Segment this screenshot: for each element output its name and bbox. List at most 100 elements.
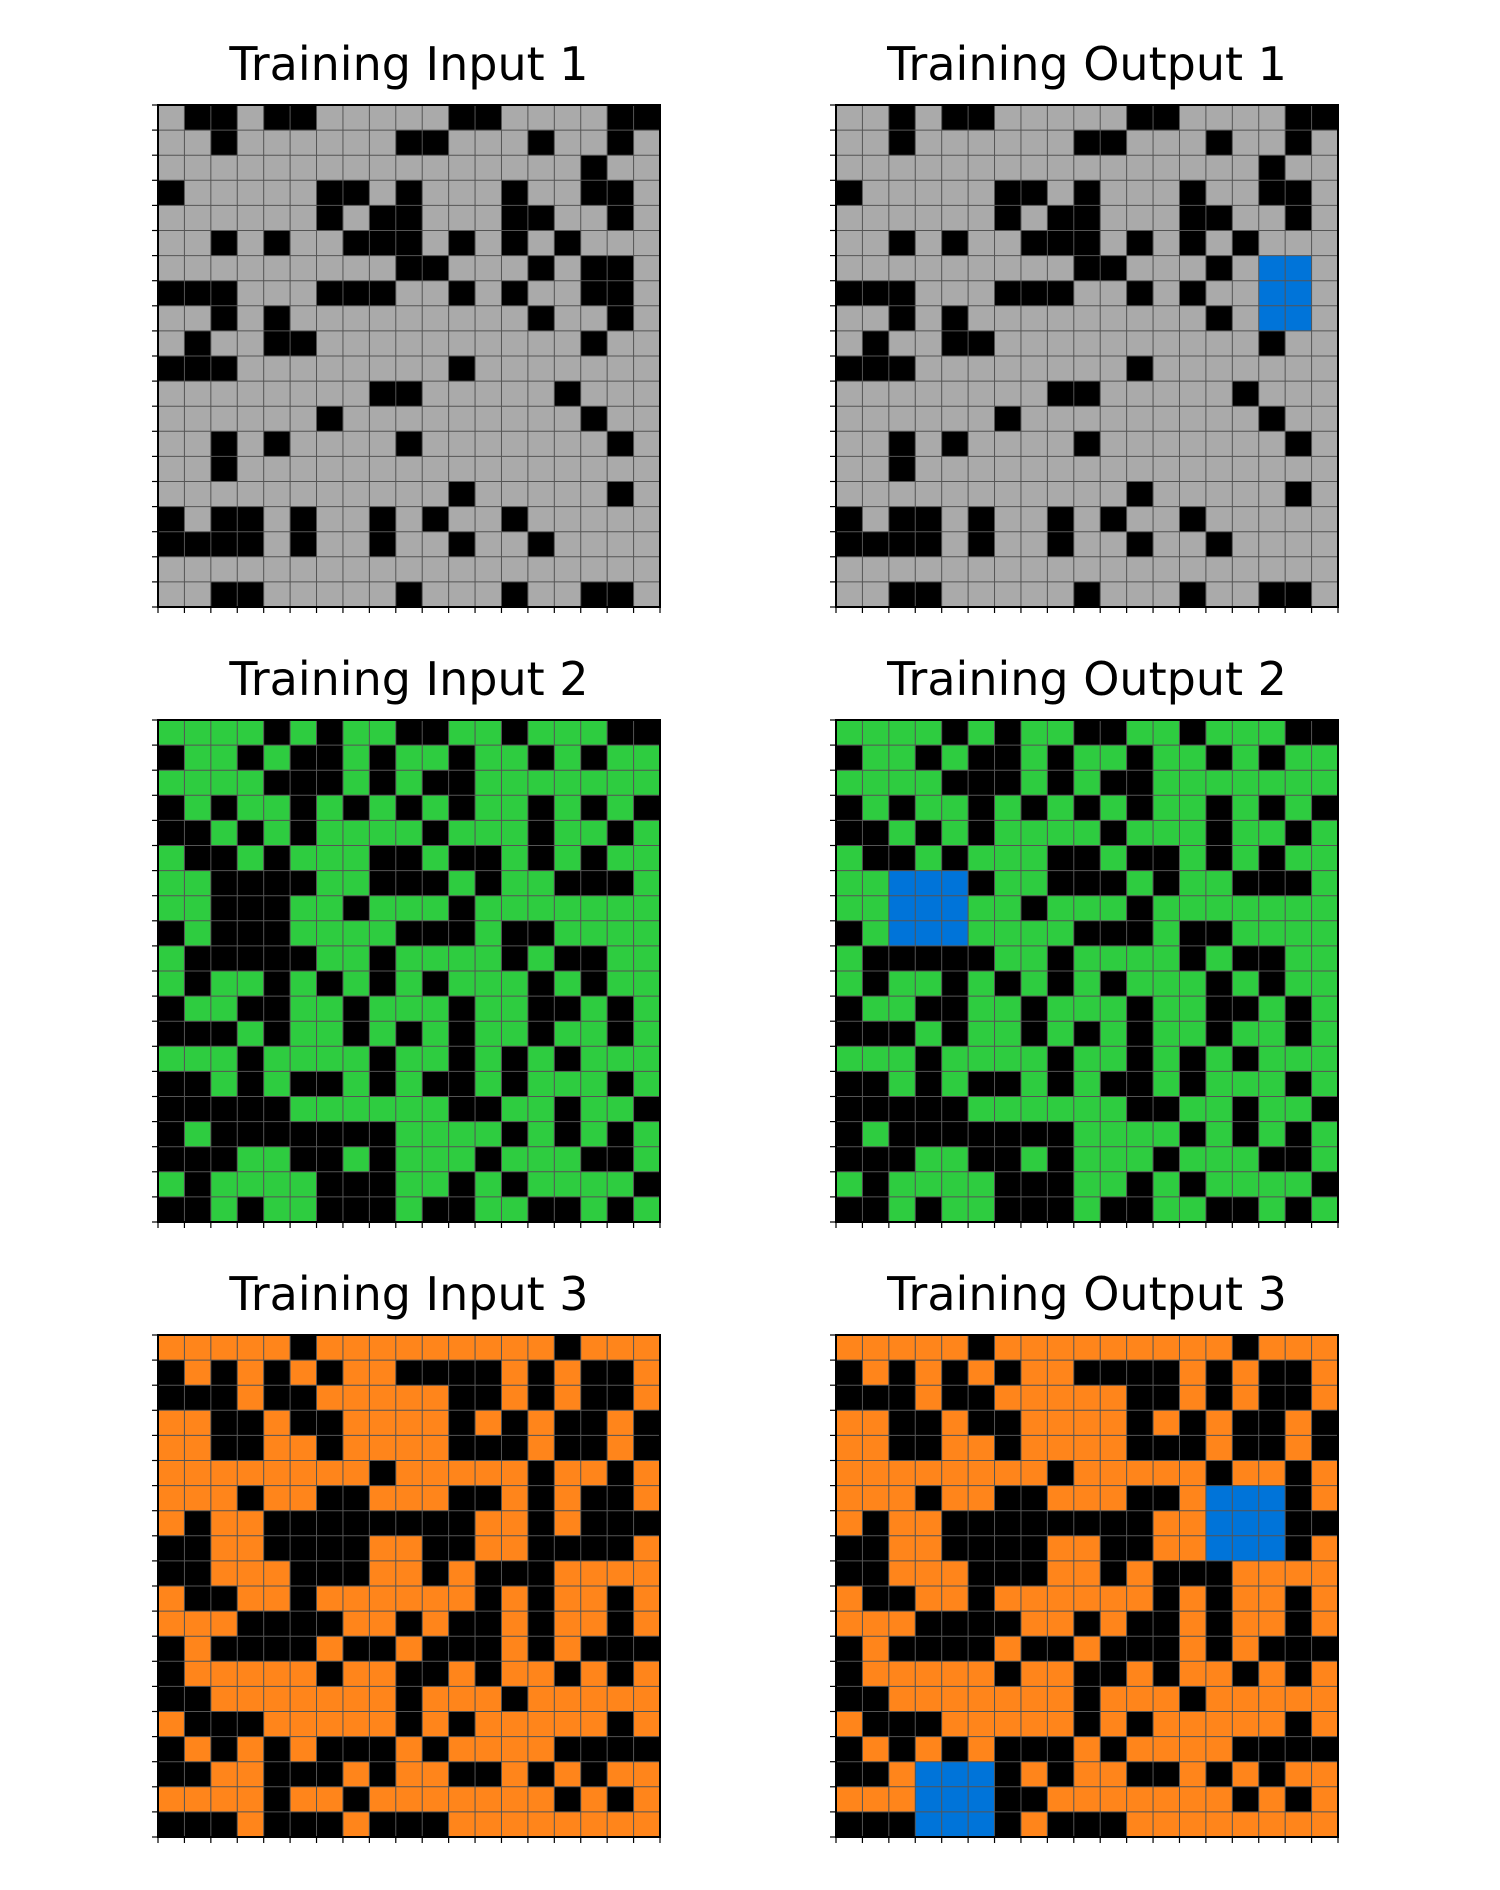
- grid-cell: [1020, 1171, 1048, 1198]
- grid-cell: [888, 1021, 916, 1047]
- grid-cell: [316, 1335, 344, 1361]
- grid-cell: [1285, 1096, 1312, 1122]
- grid-cell: [369, 255, 397, 281]
- grid-cell: [290, 330, 317, 357]
- grid-cell: [422, 1611, 449, 1637]
- grid-cell: [237, 581, 264, 608]
- grid-cell: [580, 1611, 608, 1637]
- grid-cell: [290, 1021, 317, 1047]
- grid-cell: [580, 996, 608, 1022]
- grid-cell: [968, 1385, 995, 1411]
- grid-cell: [1232, 481, 1260, 507]
- grid-cell: [941, 795, 969, 821]
- grid-cell: [1073, 1485, 1101, 1511]
- grid-cell: [1232, 845, 1260, 871]
- grid-cell: [941, 1811, 969, 1838]
- grid-cell: [501, 1661, 529, 1687]
- grid-cell: [941, 1736, 969, 1762]
- grid-cell: [554, 406, 582, 432]
- grid-cell: [607, 581, 634, 608]
- grid-cell: [580, 155, 608, 181]
- grid-cell: [158, 1385, 185, 1411]
- grid-cell: [210, 945, 238, 972]
- grid-cell: [888, 330, 916, 357]
- grid-cell: [888, 1460, 916, 1486]
- grid-cell: [158, 406, 185, 432]
- grid-cell: [1126, 406, 1154, 432]
- grid-cell: [1020, 105, 1048, 131]
- grid-cell: [395, 280, 423, 307]
- grid-cell: [836, 1071, 863, 1097]
- grid-cell: [607, 155, 634, 181]
- grid-cell: [580, 1071, 608, 1097]
- grid-cell: [527, 356, 555, 382]
- grid-cell: [862, 506, 890, 532]
- grid-cell: [1047, 506, 1075, 532]
- grid-cell: [316, 1021, 344, 1047]
- grid-cell: [1020, 1786, 1048, 1813]
- grid-cell: [580, 1811, 608, 1838]
- grid-cell: [1285, 1046, 1312, 1072]
- grid-cell: [342, 1661, 370, 1687]
- grid-cell: [237, 1786, 264, 1813]
- grid-cell: [210, 720, 238, 746]
- grid-cell: [263, 845, 291, 871]
- grid-cell: [158, 1586, 185, 1612]
- grid-cell: [1153, 1196, 1180, 1223]
- grid-cell: [836, 205, 863, 231]
- grid-cell: [836, 845, 863, 871]
- grid-cell: [994, 330, 1022, 357]
- grid-cell: [1232, 1761, 1260, 1788]
- grid-cell: [1179, 870, 1207, 896]
- grid-cell: [448, 180, 476, 206]
- grid-cell: [395, 1435, 423, 1461]
- grid-cell: [184, 105, 212, 131]
- grid-cell: [941, 945, 969, 972]
- grid-cell: [580, 920, 608, 947]
- grid-cell: [501, 1711, 529, 1737]
- grid-cell: [1047, 1460, 1075, 1486]
- grid-cell: [862, 556, 890, 583]
- grid-cell: [1126, 130, 1154, 156]
- grid-cell: [607, 1360, 634, 1386]
- grid-cell: [158, 1811, 185, 1838]
- grid-cell: [862, 895, 890, 922]
- grid-cell: [1073, 280, 1101, 307]
- grid-cell: [1047, 1360, 1075, 1386]
- grid-cell: [1047, 1071, 1075, 1097]
- grid-cell: [1073, 795, 1101, 821]
- grid-cell: [184, 1485, 212, 1511]
- grid-cell: [210, 406, 238, 432]
- grid-cell: [994, 1485, 1022, 1511]
- grid-cell: [1179, 1046, 1207, 1072]
- grid-cell: [1232, 920, 1260, 947]
- grid-cell: [888, 305, 916, 332]
- grid-cell: [475, 1485, 502, 1511]
- grid-cell: [210, 1686, 238, 1712]
- grid-cell: [1232, 356, 1260, 382]
- grid-cell: [994, 305, 1022, 332]
- grid-cell: [237, 280, 264, 307]
- grid-cell: [369, 330, 397, 357]
- grid-cell: [395, 1046, 423, 1072]
- grid-cell: [968, 205, 995, 231]
- grid-cell: [158, 1410, 185, 1436]
- grid-cell: [915, 1121, 942, 1147]
- grid-cell: [915, 1410, 942, 1436]
- grid-cell: [448, 280, 476, 307]
- grid-cell: [836, 356, 863, 382]
- grid-cell: [422, 1435, 449, 1461]
- grid-cell: [1311, 920, 1339, 947]
- training-output-1-grid: [830, 104, 1339, 613]
- grid-cell: [941, 845, 969, 871]
- grid-cell: [1073, 1686, 1101, 1712]
- grid-cell: [263, 1071, 291, 1097]
- grid-cell: [1205, 770, 1233, 796]
- grid-cell: [342, 356, 370, 382]
- grid-cell: [1047, 1736, 1075, 1762]
- grid-cell: [836, 1535, 863, 1562]
- grid-cell: [994, 1711, 1022, 1737]
- grid-cell: [369, 506, 397, 532]
- grid-cell: [888, 1661, 916, 1687]
- grid-cell: [1258, 745, 1286, 771]
